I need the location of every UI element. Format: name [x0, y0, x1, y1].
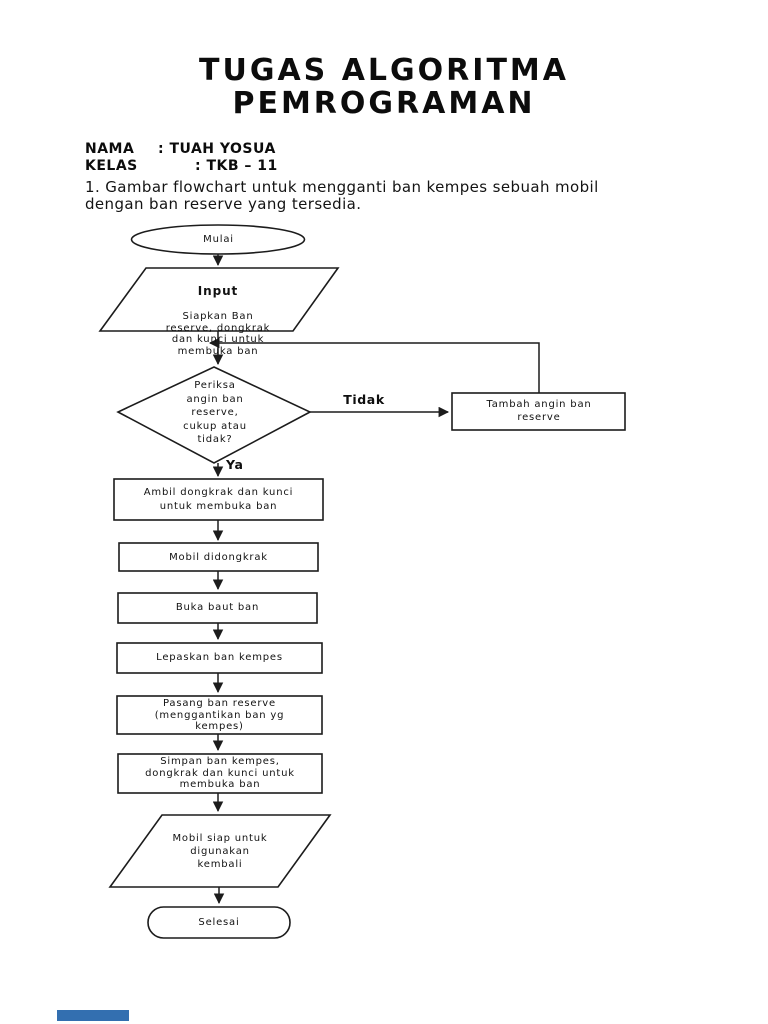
page-title: TUGAS ALGORITMA PEMROGRAMAN: [199, 53, 569, 121]
end-terminator-shape: [147, 906, 291, 939]
step-box-6-shape: [117, 753, 323, 794]
footer-accent-bar: [57, 1010, 129, 1021]
end-terminator-label: Selesai: [198, 917, 240, 928]
step-box-1-shape: [113, 478, 324, 521]
step-box-5-label: Pasang ban reserve (menggantikan ban yg …: [154, 698, 285, 732]
input-node: Input Siapkan Ban reserve, dongkrak dan …: [120, 271, 316, 370]
step-box-1-label: Ambil dongkrak dan kunci untuk membuka b…: [143, 487, 294, 512]
step-box-3-label: Buka baut ban: [175, 602, 260, 613]
name-label: NAMA: [85, 141, 135, 157]
step-box-2-label: Mobil didongkrak: [169, 552, 268, 563]
connector-loop-back: [208, 337, 540, 393]
no-action-box-label: Tambah angin ban reserve: [486, 399, 592, 423]
branch-no-label: Tidak: [343, 392, 385, 407]
decision-node-label: Periksa angin ban reserve, cukup atau ti…: [183, 380, 247, 445]
student-name-row: NAMA : TUAH YOSUA: [85, 141, 276, 157]
input-parallelogram-shape: [98, 267, 340, 332]
step-box-6-label: Simpan ban kempes, dongkrak dan kunci un…: [145, 756, 295, 790]
class-value: : TKB – 11: [195, 158, 278, 174]
output-node-label: Mobil siap untuk digunakan kembali: [172, 833, 268, 870]
input-node-title: Input: [197, 284, 239, 298]
start-terminator-label: Mulai: [203, 234, 234, 245]
step-box-3-shape: [117, 592, 318, 624]
step-box-4-shape: [116, 642, 323, 674]
class-label: KELAS: [85, 158, 138, 174]
branch-yes-label: Ya: [226, 457, 244, 472]
name-value: : TUAH YOSUA: [158, 141, 276, 157]
task-instruction: 1. Gambar flowchart untuk mengganti ban …: [85, 178, 599, 213]
decision-diamond-shape: [116, 366, 312, 464]
step-box-4-label: Lepaskan ban kempes: [156, 652, 283, 663]
student-class-row: KELAS : TKB – 11: [85, 158, 278, 174]
input-node-body: Siapkan Ban reserve, dongkrak dan kunci …: [165, 311, 271, 357]
output-parallelogram-shape: [108, 814, 332, 888]
step-box-5-shape: [116, 695, 323, 735]
